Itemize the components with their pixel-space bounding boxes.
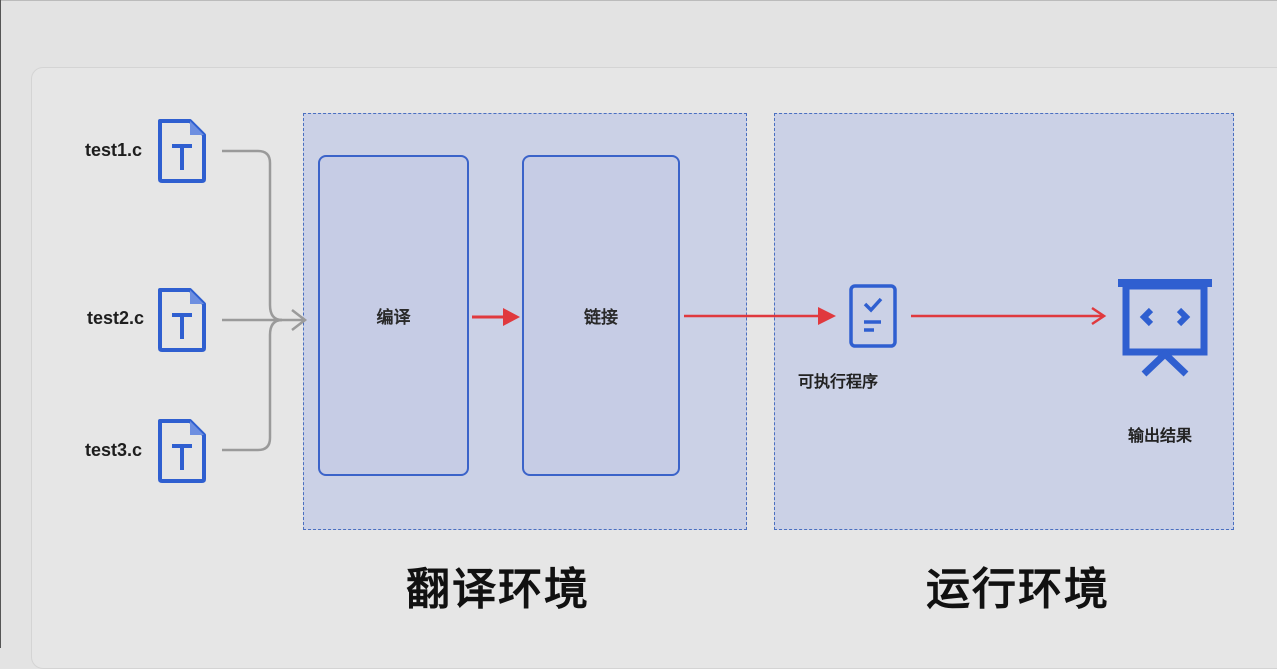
flow-connectors: [222, 149, 1107, 452]
text-file-icon: [158, 119, 206, 183]
source-file-label-3: test3.c: [85, 440, 143, 460]
link-stage-label: 链接: [584, 308, 618, 328]
runtime-environment-title: 运行环境: [926, 564, 1110, 615]
translation-environment-title: 翻译环境: [406, 564, 590, 615]
text-file-icon: [158, 419, 206, 483]
source-file-label-2: test2.c: [87, 308, 145, 328]
output-label: 输出结果: [1128, 426, 1193, 445]
checklist-document-icon: [849, 284, 897, 348]
link-stage-box: 链接: [522, 155, 680, 476]
link-to-executable-arrow: [684, 307, 836, 325]
text-file-icon: [158, 288, 206, 352]
compile-to-link-arrow: [472, 308, 520, 326]
executable-label: 可执行程序: [798, 372, 879, 391]
compile-stage-label: 编译: [376, 308, 411, 328]
executable-to-output-arrow: [911, 306, 1107, 326]
merge-connector: [222, 149, 308, 452]
translation-environment-region: [303, 113, 747, 530]
presentation-screen-icon: [1118, 279, 1212, 377]
left-edge: [0, 0, 1, 648]
compile-stage-box: 编译: [318, 155, 469, 476]
source-file-label-1: test1.c: [85, 140, 143, 160]
diagram-card: [31, 67, 1277, 669]
top-edge: [0, 0, 1277, 1]
